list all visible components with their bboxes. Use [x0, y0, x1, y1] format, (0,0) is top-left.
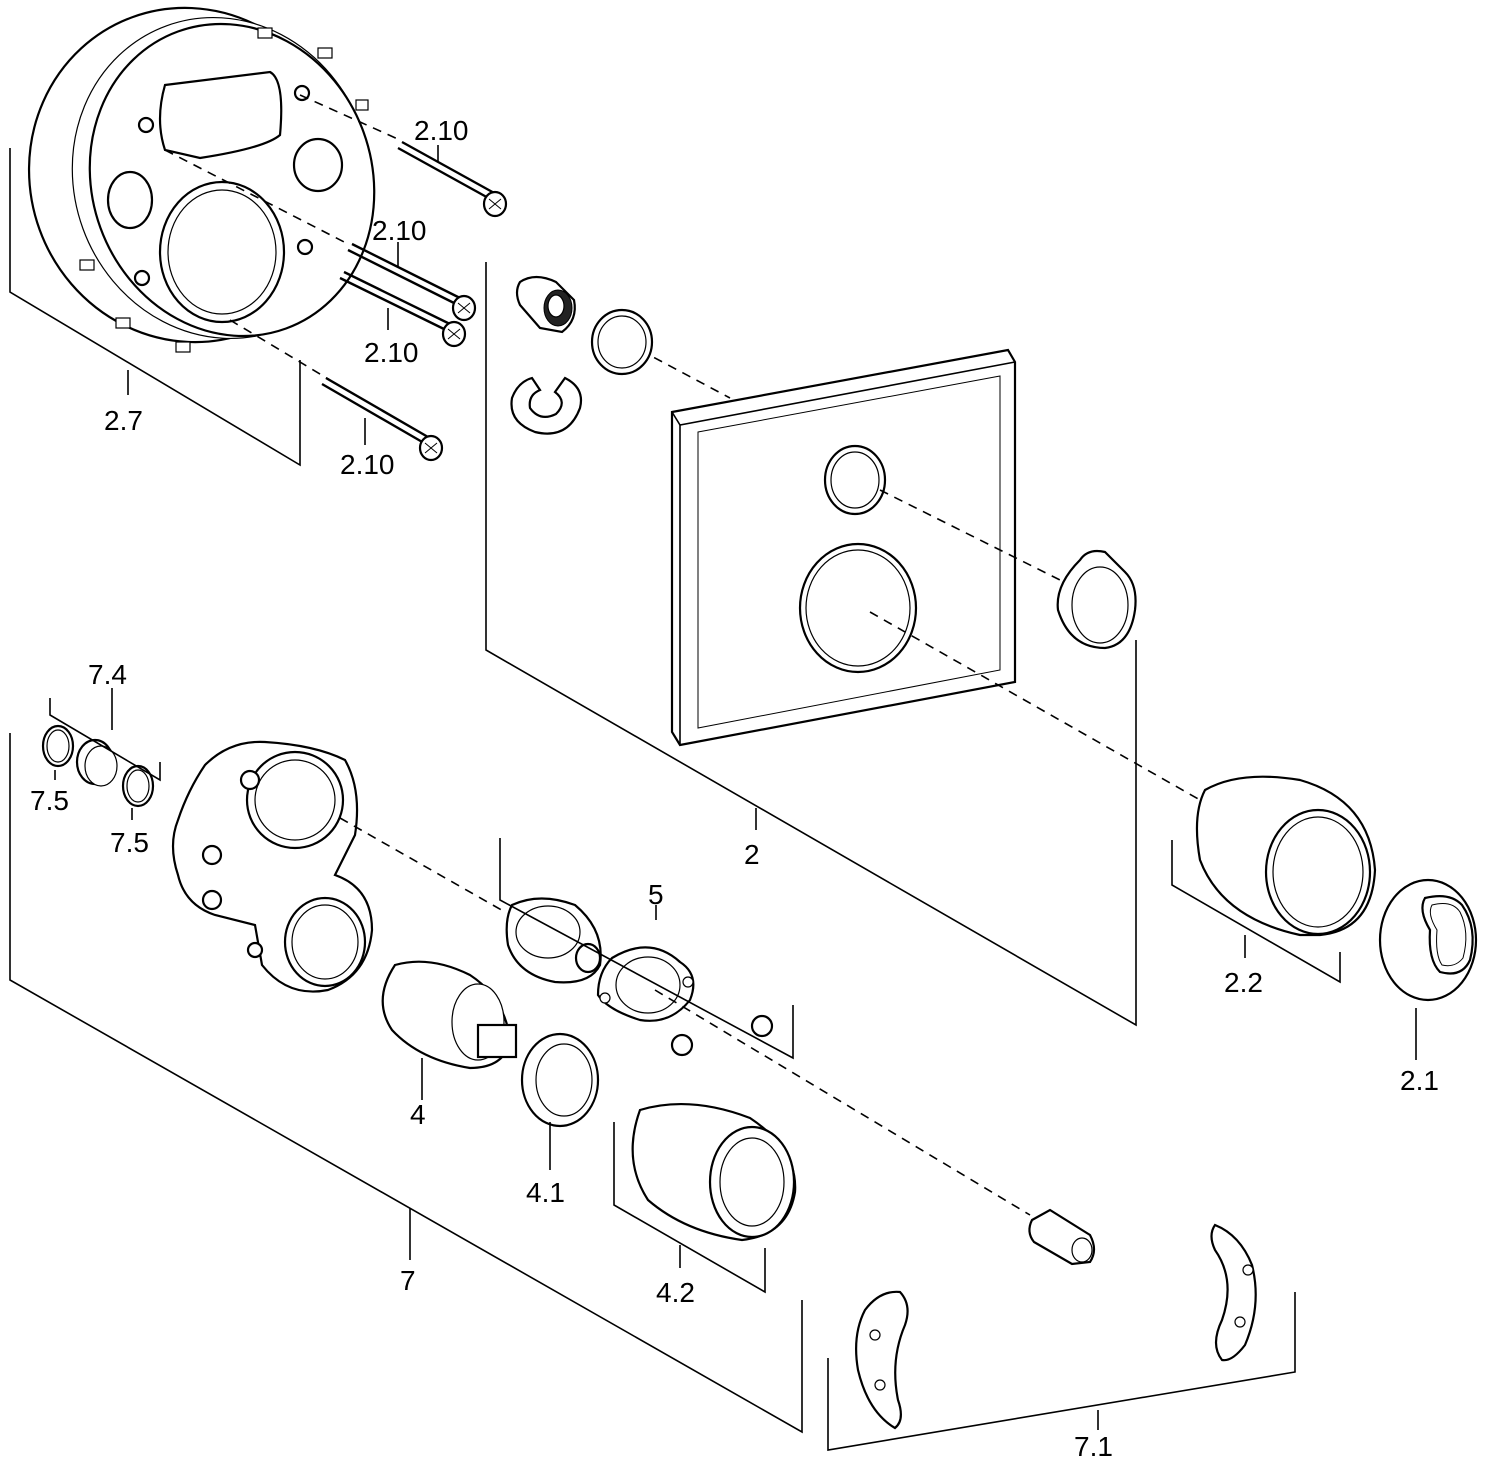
label-7-5-right: 7.5 [110, 827, 149, 858]
mounting-ring [27, 6, 376, 353]
lock-ring [520, 1032, 600, 1128]
o-ring-right [121, 764, 155, 808]
gasket [596, 946, 695, 1022]
label-7: 7 [400, 1265, 416, 1296]
o-ring-left [41, 724, 75, 768]
screw-middle-1 [347, 242, 477, 322]
diverter-knob [1056, 549, 1137, 650]
spindle-extension [1028, 1208, 1096, 1266]
valve-body [171, 740, 374, 993]
label-2-10-middle-2: 2.10 [364, 337, 419, 368]
screw-upper [397, 140, 508, 218]
label-2-10-top: 2.10 [414, 115, 469, 146]
label-4: 4 [410, 1099, 426, 1130]
label-2-7: 2.7 [104, 405, 143, 436]
label-2-1: 2.1 [1400, 1065, 1439, 1096]
spindle-adapter [515, 275, 576, 334]
bracket-left [855, 1290, 909, 1430]
label-2-10-middle-1: 2.10 [372, 215, 427, 246]
cartridge-sleeve [631, 1103, 797, 1242]
label-5: 5 [648, 879, 664, 910]
bracket-right [1210, 1223, 1257, 1362]
nipple [75, 738, 118, 787]
label-4-1: 4.1 [526, 1177, 565, 1208]
sleeve [1195, 775, 1377, 937]
mixer-cartridge [381, 960, 518, 1070]
screw-small-2 [750, 1014, 774, 1038]
screw-lower [321, 376, 444, 462]
label-7-5-left: 7.5 [30, 785, 69, 816]
screw-middle-2 [339, 270, 467, 348]
label-7-4: 7.4 [88, 659, 127, 690]
retaining-clip [510, 376, 583, 435]
screw-small-1 [670, 1033, 694, 1057]
cover-plate [670, 348, 1017, 747]
label-2: 2 [744, 839, 760, 870]
label-7-1: 7.1 [1074, 1431, 1113, 1459]
o-ring-cover [590, 308, 654, 376]
label-4-2: 4.2 [656, 1277, 695, 1308]
label-2-2: 2.2 [1224, 967, 1263, 998]
handle [1378, 878, 1478, 1002]
label-2-10-bottom: 2.10 [340, 449, 395, 480]
